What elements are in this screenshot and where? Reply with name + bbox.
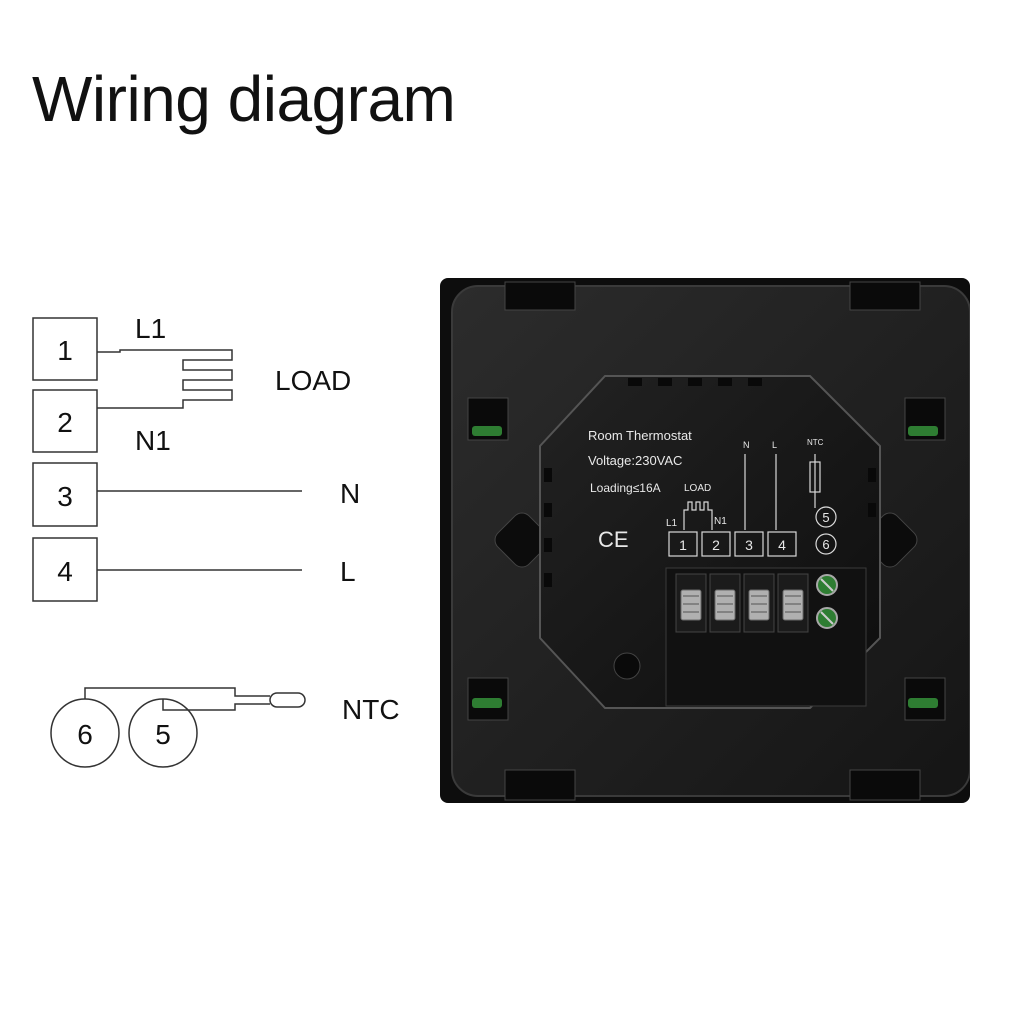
thermostat-back-view: Room Thermostat Voltage:230VAC Loading≤1… <box>440 278 970 803</box>
device-terminal-box-4 <box>767 531 797 557</box>
device-load-label: LOAD <box>684 483 711 494</box>
device-ntc-circle-6 <box>815 533 837 555</box>
wire-label-l: L <box>340 556 356 587</box>
device-l1-label: L1 <box>666 518 678 529</box>
mount-hole-left <box>494 512 550 568</box>
device-terminal-2: 2 <box>712 537 720 553</box>
ce-mark: CE <box>598 527 629 552</box>
device-n-label: N <box>743 440 750 450</box>
clip-bottom-left <box>504 769 576 801</box>
terminal-box-2 <box>32 389 98 453</box>
screw-terminal-1 <box>680 589 702 621</box>
terminal-label-4: 4 <box>57 556 73 587</box>
device-ntc-label: NTC <box>807 438 824 447</box>
load-label: LOAD <box>275 365 351 396</box>
device-terminal-1: 1 <box>679 537 687 553</box>
screw-terminal-4 <box>782 589 804 621</box>
page-title: Wiring diagram <box>32 63 456 135</box>
device-terminal-4: 4 <box>778 537 786 553</box>
device-ntc-terminal-5: 5 <box>822 510 829 525</box>
screw-terminal-3 <box>748 589 770 621</box>
reset-hole <box>613 652 641 680</box>
device-terminal-box-2 <box>701 531 731 557</box>
device-terminal-box-1 <box>668 531 698 557</box>
clip-top-left <box>504 281 576 311</box>
terminal-label-2: 2 <box>57 407 73 438</box>
ntc-wire-bottom <box>162 699 270 711</box>
device-terminal-3: 3 <box>745 537 753 553</box>
load-bottom-label: N1 <box>135 425 171 456</box>
ntc-label: NTC <box>342 694 400 725</box>
load-wire <box>97 349 233 409</box>
load-top-label: L1 <box>135 313 166 344</box>
clip-bottom-right <box>849 769 921 801</box>
device-terminal-box-3 <box>734 531 764 557</box>
sensor-label-5: 5 <box>155 719 171 750</box>
terminal-box-1 <box>32 317 98 381</box>
screw-terminal-2 <box>714 589 736 621</box>
device-line-2: Voltage:230VAC <box>588 453 682 468</box>
device-ntc-terminal-6: 6 <box>822 537 829 552</box>
device-line-1: Room Thermostat <box>588 428 692 443</box>
terminal-box-3 <box>32 462 98 527</box>
ntc-wire-top <box>84 687 270 699</box>
ntc-probe <box>269 692 306 708</box>
device-ntc-circle-5 <box>815 506 837 528</box>
device-l-label: L <box>772 440 777 450</box>
wire-label-n: N <box>340 478 360 509</box>
terminal-label-3: 3 <box>57 481 73 512</box>
device-n1-label: N1 <box>714 516 727 527</box>
terminal-label-1: 1 <box>57 335 73 366</box>
device-line-3: Loading≤16A <box>590 481 661 495</box>
sensor-label-6: 6 <box>77 719 93 750</box>
clip-top-right <box>849 281 921 311</box>
